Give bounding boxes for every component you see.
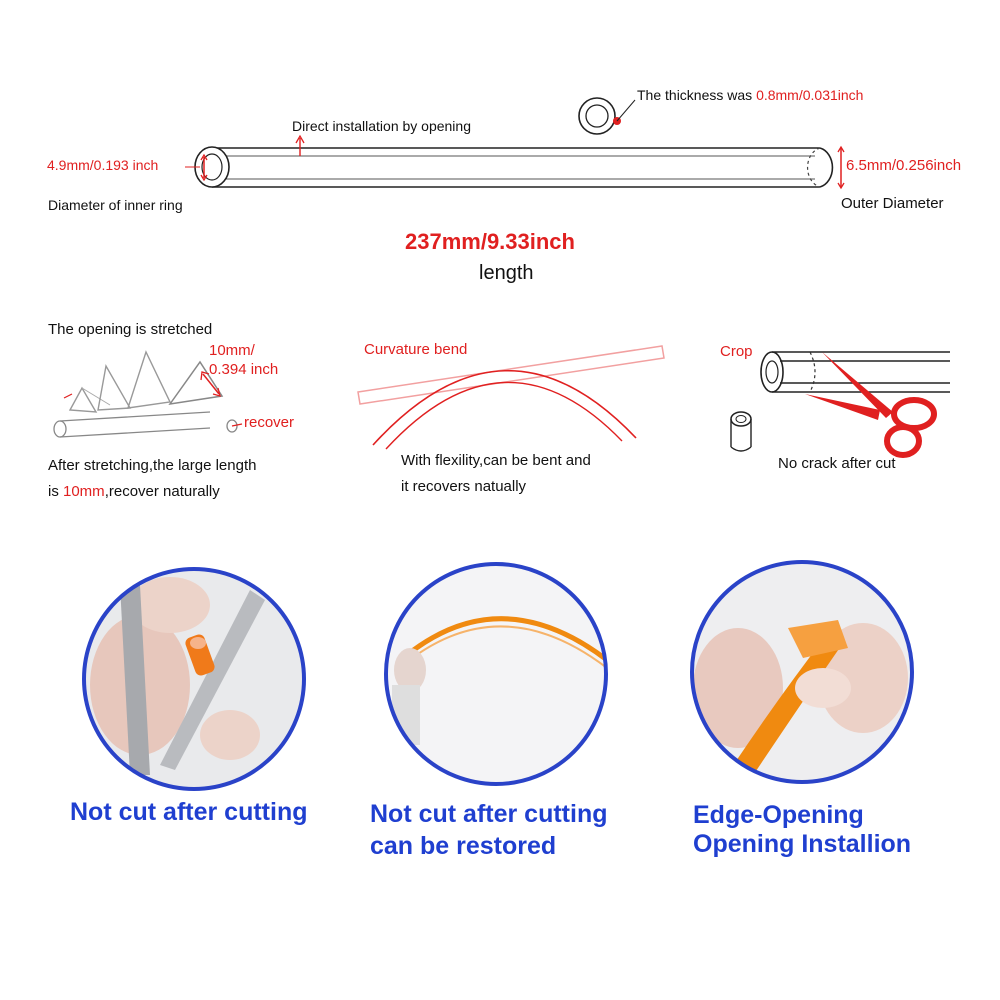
- tube-inner-wall: [225, 155, 815, 180]
- scissors-icon: [805, 352, 937, 458]
- stretch-desc-highlight: 10mm: [63, 483, 105, 500]
- thickness-value: 0.8mm/0.031inch: [756, 87, 864, 103]
- photo-opening: [690, 560, 914, 784]
- tube-body: [212, 147, 820, 188]
- stretch-size-line2: 0.394 inch: [209, 361, 279, 378]
- caption-2-line2: can be restored: [370, 832, 557, 860]
- bend-desc-line2: it recovers natually: [401, 478, 527, 495]
- thickness-ring: [578, 97, 616, 135]
- inner-diameter-value: 4.9mm/0.193 inch: [47, 157, 159, 173]
- caption-3-line1: Edge-Opening: [693, 801, 864, 829]
- stretch-desc-line2: is 10mm,recover naturally: [48, 483, 220, 500]
- inner-diameter-label: Diameter of inner ring: [48, 197, 183, 213]
- feature-diagrams: [53, 345, 950, 458]
- crop-desc: No crack after cut: [778, 455, 896, 472]
- install-label: Direct installation by opening: [292, 118, 471, 134]
- caption-2-line1: Not cut after cutting: [370, 800, 608, 828]
- stretch-size-line1: 10mm/: [209, 342, 255, 359]
- photo-cutting: [82, 567, 306, 791]
- length-label: length: [479, 262, 534, 284]
- stretch-diagram: [53, 350, 243, 438]
- outer-diameter-value: 6.5mm/0.256inch: [846, 157, 962, 174]
- caption-3-line2: Opening Installion: [693, 830, 912, 858]
- tube-left-inner: [201, 153, 223, 181]
- thickness-label: The thickness was 0.8mm/0.031inch: [637, 87, 863, 103]
- stretch-desc-prefix: is: [48, 483, 63, 500]
- caption-1-line1: Not cut after cutting: [70, 798, 308, 826]
- bend-diagram: [357, 345, 665, 450]
- thickness-prefix: The thickness was: [637, 87, 757, 103]
- tube-right-end: [819, 147, 834, 188]
- stretch-desc-line1: After stretching,the large length: [48, 457, 257, 474]
- bend-desc-line1: With flexility,can be bent and: [401, 452, 591, 469]
- stretch-desc-suffix: ,recover naturally: [104, 483, 220, 500]
- outer-diameter-label: Outer Diameter: [841, 195, 944, 212]
- photo-bending: [384, 562, 608, 786]
- bend-title: Curvature bend: [364, 341, 468, 358]
- stretch-title: The opening is stretched: [48, 321, 213, 338]
- crop-title: Crop: [720, 343, 753, 360]
- recover-label: recover: [244, 414, 295, 431]
- length-value: 237mm/9.33inch: [405, 229, 575, 254]
- tube-dimension-diagram: [185, 97, 845, 190]
